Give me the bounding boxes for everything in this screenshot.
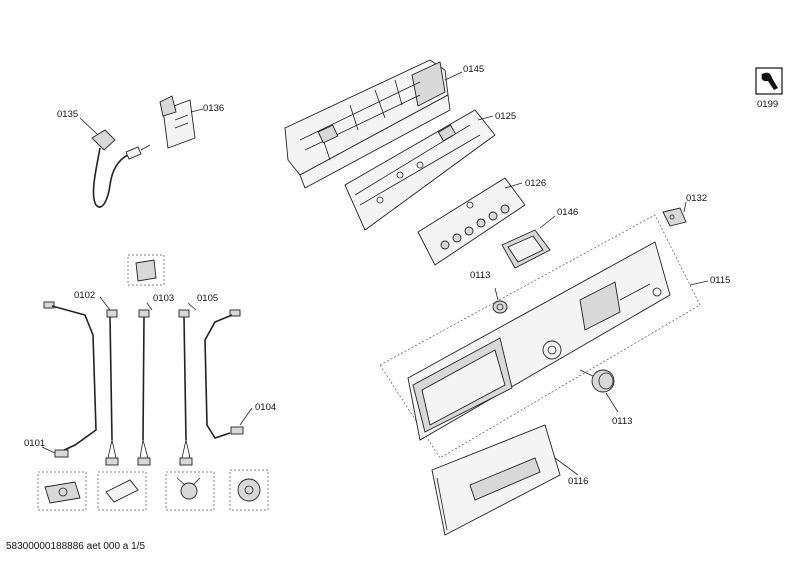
label-0116: 0116 xyxy=(568,476,588,487)
part-sensor-1[interactable] xyxy=(37,471,87,511)
label-0104: 0104 xyxy=(255,402,276,413)
label-0115: 0115 xyxy=(710,275,730,286)
part-0115-control-panel[interactable] xyxy=(407,241,671,441)
part-0105-harness[interactable] xyxy=(178,309,193,466)
label-0105: 0105 xyxy=(197,293,218,304)
label-0132: 0132 xyxy=(686,193,707,204)
part-0125-control-board[interactable] xyxy=(344,109,496,231)
document-id-footer: 58300000188886 aet 000 a 1/5 xyxy=(6,541,146,552)
part-connector-block[interactable] xyxy=(127,254,165,286)
label-0126: 0126 xyxy=(525,178,546,189)
part-0126-display-board[interactable] xyxy=(417,177,526,266)
part-0113-knob-small[interactable] xyxy=(492,300,508,314)
label-0146: 0146 xyxy=(557,207,578,218)
label-0113a: 0113 xyxy=(470,270,490,281)
part-sensor-2[interactable] xyxy=(97,471,147,511)
part-0102-harness[interactable] xyxy=(105,309,119,466)
label-0135: 0135 xyxy=(57,109,78,120)
part-0116-drawer-handle[interactable] xyxy=(431,424,561,536)
label-0103: 0103 xyxy=(153,293,174,304)
part-0136-suppressor-filter[interactable] xyxy=(159,95,196,149)
part-0132-clip[interactable] xyxy=(662,207,687,227)
label-0113b: 0113 xyxy=(612,416,632,427)
label-0199: 0199 xyxy=(757,99,778,110)
label-0136: 0136 xyxy=(203,103,224,114)
part-0113-knob-large[interactable] xyxy=(579,369,615,393)
part-0146-display-module[interactable] xyxy=(501,229,551,269)
label-0102: 0102 xyxy=(74,290,95,301)
label-0125: 0125 xyxy=(495,111,516,122)
part-sensor-4[interactable] xyxy=(229,469,269,511)
label-0145: 0145 xyxy=(463,64,484,75)
wrench-service-icon[interactable] xyxy=(755,67,783,95)
part-0104-harness[interactable] xyxy=(204,309,244,439)
part-0145-frame[interactable] xyxy=(284,59,451,189)
label-0101: 0101 xyxy=(24,438,45,449)
part-0135-power-cord[interactable] xyxy=(91,129,151,208)
part-0103-harness[interactable] xyxy=(137,309,151,466)
part-sensor-3[interactable] xyxy=(165,471,215,511)
part-0101-harness[interactable] xyxy=(43,301,97,458)
